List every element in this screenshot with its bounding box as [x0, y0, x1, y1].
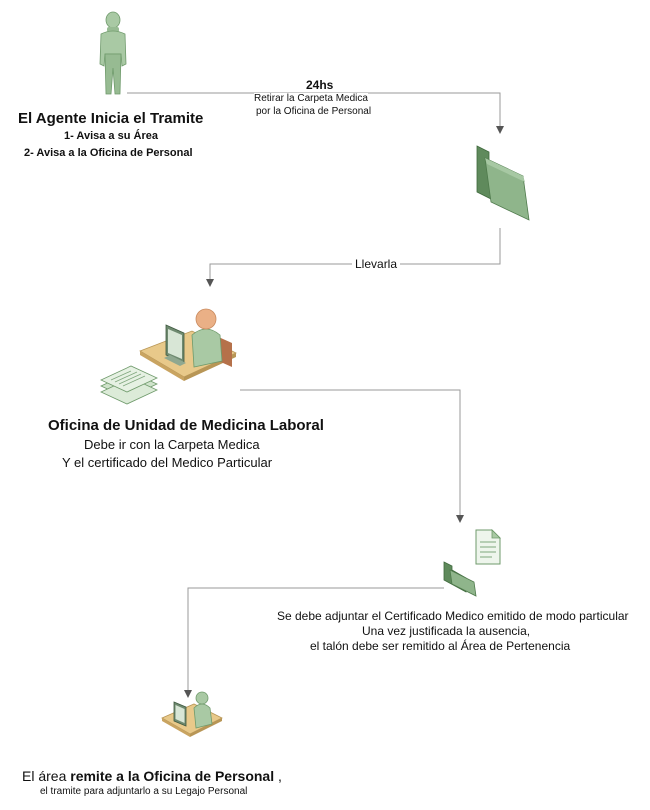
edge-instruction-line-2: por la Oficina de Personal [256, 106, 372, 117]
documents-stack-icon [100, 365, 158, 405]
final-line-1: El área remite a la Oficina de Personal … [22, 768, 282, 784]
certificate-document-icon [475, 529, 501, 565]
agent-title: El Agente Inicia el Tramite [18, 110, 204, 127]
agent-figure-icon [99, 11, 127, 95]
agent-step-2: 2- Avisa a la Oficina de Personal [24, 147, 193, 159]
office-line-2: Y el certificado del Medico Particular [62, 455, 273, 470]
certificate-note-line-2: Una vez justificada la ausencia, [362, 624, 531, 638]
edge-instruction-line-1: Retirar la Carpeta Medica [254, 93, 368, 104]
final-bold: remite a la Oficina de Personal [70, 768, 275, 784]
arrowhead-1 [496, 126, 504, 134]
certificate-note-line-3: el talón debe ser remitido al Área de Pe… [310, 639, 571, 653]
edge-time-label: 24hs [304, 78, 336, 92]
office-line-1: Debe ir con la Carpeta Medica [84, 437, 260, 452]
final-desk-icon [161, 691, 223, 737]
final-line-2: el tramite para adjuntarlo a su Legajo P… [40, 786, 248, 797]
arrowhead-2 [206, 279, 214, 287]
agent-step-1: 1- Avisa a su Área [64, 130, 158, 142]
connector-office-to-certificate [240, 389, 461, 520]
medical-folder-icon [476, 145, 530, 221]
connector-agent-to-folder [127, 92, 501, 126]
connector-folder-to-office [209, 228, 501, 279]
final-suffix: , [274, 768, 282, 784]
office-workstation-icon [139, 308, 237, 381]
connector-certificate-to-final [187, 587, 444, 690]
final-prefix: El área [22, 768, 71, 784]
arrowhead-4 [184, 690, 192, 698]
arrowhead-3 [456, 515, 464, 523]
certificate-note-line-1: Se debe adjuntar el Certificado Medico e… [277, 609, 629, 623]
small-folder-icon [443, 561, 477, 597]
office-title: Oficina de Unidad de Medicina Laboral [48, 417, 324, 434]
edge-llevarla-label: Llevarla [352, 257, 401, 271]
